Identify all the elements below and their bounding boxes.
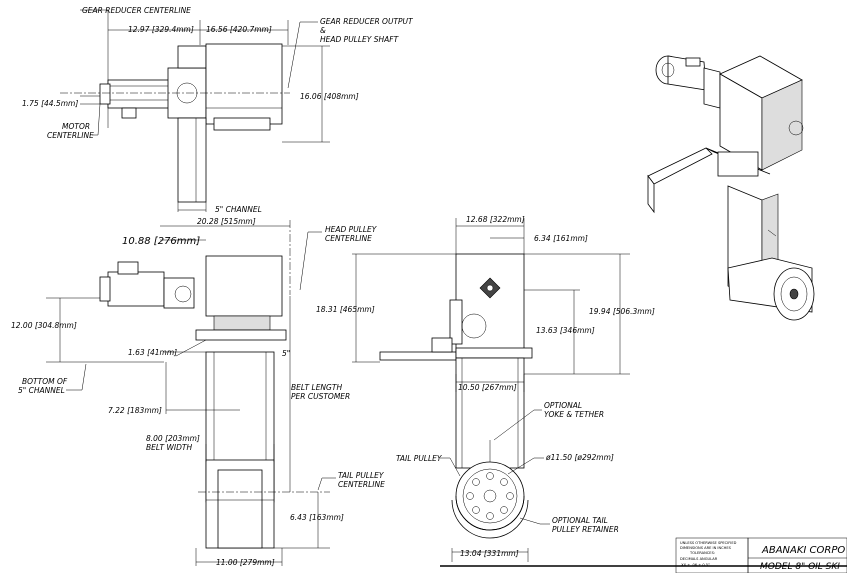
head-pulley-label-2: CENTERLINE bbox=[325, 234, 372, 243]
side-view: 20.28 [515mm] 10.88 [276mm] HEAD PULLEY … bbox=[11, 217, 385, 567]
dim-12-97: 12.97 [329.4mm] bbox=[128, 25, 194, 34]
optional-yoke-label-2: YOKE & TETHER bbox=[544, 410, 604, 419]
bottom-label-2: 5" CHANNEL bbox=[18, 386, 65, 395]
motor-cl-label-1: MOTOR bbox=[62, 122, 90, 131]
tb-model: MODEL 8" OIL SKI bbox=[760, 562, 840, 572]
optional-tail-label-2: PULLEY RETAINER bbox=[552, 525, 619, 534]
tail-pulley-label: TAIL PULLEY bbox=[396, 454, 443, 463]
belt-length-label-2: PER CUSTOMER bbox=[291, 392, 350, 401]
tb-notes-4: DECIMALS ANGULAR bbox=[680, 557, 718, 561]
tail-pulley-cl-label-1: TAIL PULLEY bbox=[338, 471, 385, 480]
front-view: 12.68 [322mm] 6.34 [161mm] 18.31 [465mm]… bbox=[316, 215, 655, 562]
dim-10-50: 10.50 [267mm] bbox=[458, 383, 517, 392]
dim-19-94: 19.94 [506.3mm] bbox=[589, 307, 655, 316]
dim-10-88: 10.88 [276mm] bbox=[122, 236, 200, 247]
head-pulley-label-1: HEAD PULLEY bbox=[325, 225, 378, 234]
belt-width-label: BELT WIDTH bbox=[146, 443, 193, 452]
tb-notes-2: DIMENSIONS ARE IN INCHES bbox=[680, 546, 732, 550]
dim-12-00: 12.00 [304.8mm] bbox=[11, 321, 77, 330]
motor-cl-label-2: CENTERLINE bbox=[47, 131, 94, 140]
pulley-holes bbox=[466, 472, 514, 520]
tb-notes-3: TOLERANCES: bbox=[689, 551, 715, 555]
dim-18-31: 18.31 [465mm] bbox=[316, 305, 375, 314]
optional-yoke-label-1: OPTIONAL bbox=[544, 401, 582, 410]
dim-8-00: 8.00 [203mm] bbox=[146, 434, 200, 443]
dim-20-28: 20.28 [515mm] bbox=[197, 217, 256, 226]
tb-company: ABANAKI CORPO bbox=[761, 545, 845, 556]
dim-16-06: 16.06 [408mm] bbox=[300, 92, 359, 101]
belt-length-label-1: BELT LENGTH bbox=[291, 383, 342, 392]
isometric-view bbox=[647, 55, 815, 321]
gear-output-label-3: HEAD PULLEY SHAFT bbox=[320, 35, 400, 44]
title-block: UNLESS OTHERWISE SPECIFIED DIMENSIONS AR… bbox=[440, 537, 847, 573]
optional-tail-label-1: OPTIONAL TAIL bbox=[552, 516, 608, 525]
dim-1-75: 1.75 [44.5mm] bbox=[22, 99, 78, 108]
top-view: GEAR REDUCER CENTERLINE 12.97 [329.4mm] … bbox=[22, 6, 414, 214]
tb-notes-1: UNLESS OTHERWISE SPECIFIED bbox=[680, 541, 737, 545]
dim-5: 5" bbox=[282, 349, 290, 358]
dim-12-68: 12.68 [322mm] bbox=[466, 215, 525, 224]
dim-1-63: 1.63 [41mm] bbox=[128, 348, 177, 357]
gear-reducer-centerline-label: GEAR REDUCER CENTERLINE bbox=[82, 6, 191, 15]
dim-16-56: 16.56 [420.7mm] bbox=[206, 25, 272, 34]
dim-13-04: 13.04 [331mm] bbox=[460, 549, 519, 558]
tb-notes-5: .XX ± .06 ± 0.5° bbox=[680, 563, 710, 567]
gear-output-label-1: GEAR REDUCER OUTPUT bbox=[320, 17, 414, 26]
channel-label: 5" CHANNEL bbox=[215, 205, 262, 214]
gear-output-label-2: & bbox=[320, 26, 326, 35]
dim-6-43: 6.43 [163mm] bbox=[290, 513, 344, 522]
tail-pulley-cl-label-2: CENTERLINE bbox=[338, 480, 385, 489]
dim-7-22: 7.22 [183mm] bbox=[108, 406, 162, 415]
dim-13-63: 13.63 [346mm] bbox=[536, 326, 595, 335]
bottom-label-1: BOTTOM OF bbox=[22, 377, 68, 386]
dim-11-50: ø11.50 [ø292mm] bbox=[545, 453, 614, 462]
dim-11-00: 11.00 [279mm] bbox=[216, 558, 275, 567]
dim-6-34: 6.34 [161mm] bbox=[534, 234, 588, 243]
